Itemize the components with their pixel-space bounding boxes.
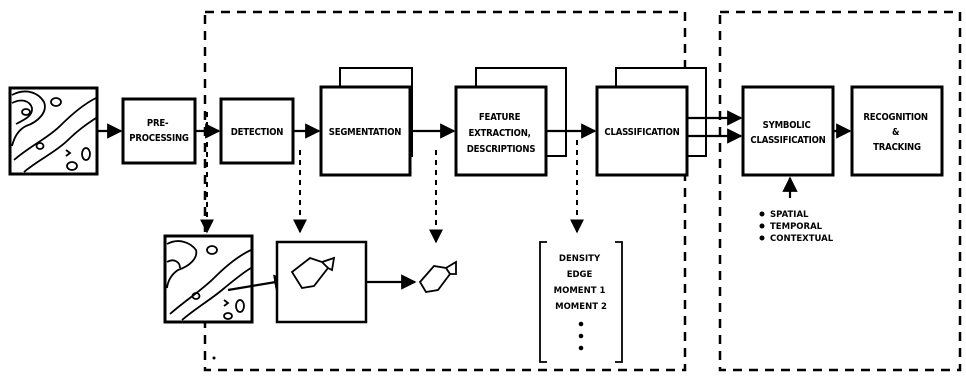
right-bracket bbox=[615, 241, 623, 363]
preprocessing-box: PRE- PROCESSING bbox=[121, 97, 197, 165]
context-item-temporal: TEMPORAL bbox=[770, 222, 823, 232]
preprocessing-label: PRE- PROCESSING bbox=[129, 118, 189, 144]
symbolic-group-boundary bbox=[718, 10, 962, 372]
feature-extraction-box: FEATURE EXTRACTION, DESCRIPTIONS bbox=[454, 67, 567, 177]
bullet-icon bbox=[759, 211, 765, 217]
feature-extraction-label: FEATURE EXTRACTION, DESCRIPTIONS bbox=[467, 112, 536, 155]
isolated-object-shape bbox=[418, 260, 457, 293]
context-list: SPATIAL TEMPORAL CONTEXTUAL bbox=[759, 210, 834, 244]
context-item-spatial: SPATIAL bbox=[770, 210, 809, 220]
symbolic-classification-label: SYMBOLIC CLASSIFICATION bbox=[750, 120, 825, 146]
recognition-tracking-label: RECOGNITION & TRACKING bbox=[863, 112, 930, 153]
segmentation-box: SEGMENTATION bbox=[319, 67, 413, 177]
input-image bbox=[8, 86, 99, 176]
symbolic-classification-box: SYMBOLIC CLASSIFICATION bbox=[741, 85, 835, 177]
image-processing-group-boundary bbox=[203, 10, 687, 372]
detection-box: DETECTION bbox=[219, 97, 295, 165]
bullet-icon bbox=[759, 223, 765, 229]
segmented-object-box bbox=[275, 240, 368, 324]
feature-list-items: DENSITY EDGE MOMENT 1 MOMENT 2 bbox=[554, 254, 609, 312]
stray-dot bbox=[212, 356, 216, 360]
detection-label: DETECTION bbox=[231, 127, 284, 138]
classification-label: CLASSIFICATION bbox=[604, 127, 679, 138]
ellipsis-dot-icon bbox=[578, 345, 584, 351]
feature-list: DENSITY EDGE MOMENT 1 MOMENT 2 bbox=[539, 241, 623, 363]
ellipsis-dot-icon bbox=[578, 333, 584, 339]
ellipsis-dot-icon bbox=[578, 321, 584, 327]
detected-region-image bbox=[163, 234, 254, 324]
context-item-contextual: CONTEXTUAL bbox=[770, 234, 834, 244]
left-bracket bbox=[539, 241, 547, 363]
classification-box: CLASSIFICATION bbox=[595, 67, 707, 177]
bullet-icon bbox=[759, 235, 765, 241]
recognition-tracking-box: RECOGNITION & TRACKING bbox=[850, 85, 944, 177]
segmentation-label: SEGMENTATION bbox=[329, 127, 402, 138]
